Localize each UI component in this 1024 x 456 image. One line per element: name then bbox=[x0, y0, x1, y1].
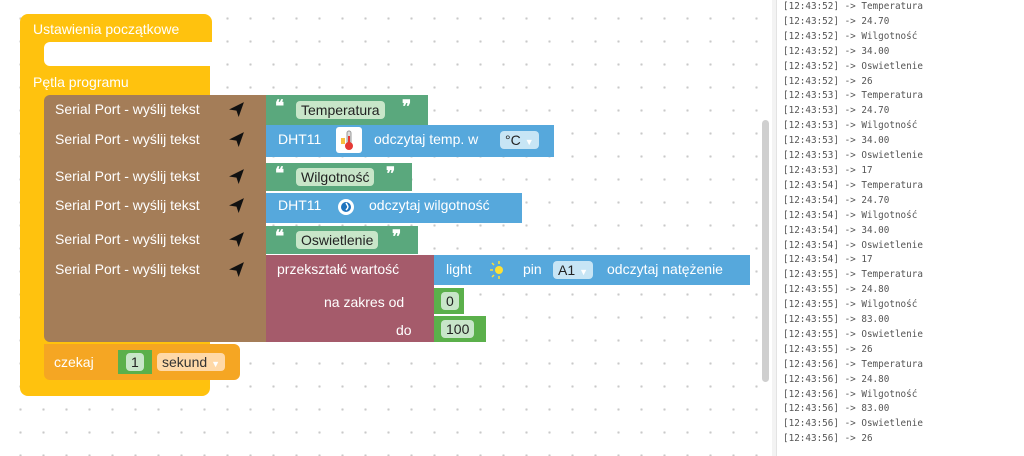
dht-temp-label: DHT11 bbox=[278, 131, 322, 147]
pin-label: pin bbox=[523, 261, 542, 277]
text-value-3[interactable]: Oswietlenie bbox=[296, 231, 379, 249]
map-label: przekształć wartość bbox=[277, 261, 400, 277]
console-line: [12:43:56] -> 83.00 bbox=[783, 403, 890, 415]
serial-label-3: Serial Port - wyślij tekst bbox=[55, 168, 200, 184]
close-quote-icon: ❞ bbox=[402, 97, 412, 117]
wait-unit-dropdown[interactable]: sekund▼ bbox=[157, 353, 226, 371]
send-icon bbox=[229, 132, 244, 147]
map-block[interactable] bbox=[266, 255, 434, 342]
serial-block-5[interactable] bbox=[44, 227, 266, 255]
serial-console[interactable]: [12:43:52] -> Temperatura [12:43:52] -> … bbox=[776, 0, 1024, 456]
send-icon bbox=[229, 262, 244, 277]
text-value-1[interactable]: Temperatura bbox=[296, 101, 385, 119]
console-line: [12:43:56] -> Oswietlenie bbox=[783, 418, 923, 430]
range-from-label: na zakres od bbox=[324, 294, 405, 310]
console-line: [12:43:52] -> Wilgotność bbox=[783, 30, 918, 42]
serial-label-6: Serial Port - wyślij tekst bbox=[55, 261, 200, 277]
text-value-2[interactable]: Wilgotność bbox=[296, 168, 375, 186]
send-icon bbox=[229, 169, 244, 184]
console-line: [12:43:54] -> 17 bbox=[783, 254, 873, 266]
console-line: [12:43:56] -> 26 bbox=[783, 433, 873, 445]
console-line: [12:43:55] -> 83.00 bbox=[783, 314, 890, 326]
serial-block-2[interactable] bbox=[44, 125, 266, 161]
console-line: [12:43:55] -> 24.80 bbox=[783, 284, 890, 296]
dht-hum-label: DHT11 bbox=[278, 197, 322, 213]
console-line: [12:43:53] -> Oswietlenie bbox=[783, 150, 923, 162]
serial-block-6[interactable] bbox=[44, 255, 266, 342]
console-line: [12:43:54] -> Oswietlenie bbox=[783, 239, 923, 251]
console-line: [12:43:55] -> Temperatura bbox=[783, 269, 923, 281]
wait-unit-value: sekund bbox=[162, 354, 208, 370]
console-line: [12:43:54] -> 24.70 bbox=[783, 194, 890, 206]
read-temp-label: odczytaj temp. w bbox=[374, 131, 479, 147]
console-line: [12:43:55] -> Oswietlenie bbox=[783, 328, 923, 340]
humidity-icon bbox=[338, 199, 354, 215]
sun-moon-icon bbox=[490, 261, 511, 279]
wait-label: czekaj bbox=[54, 354, 94, 370]
console-line: [12:43:52] -> 24.70 bbox=[783, 15, 890, 27]
console-line: [12:43:53] -> 24.70 bbox=[783, 105, 890, 117]
pin-dropdown[interactable]: A1▼ bbox=[553, 261, 594, 279]
console-line: [12:43:52] -> 34.00 bbox=[783, 45, 890, 57]
setup-body-slot bbox=[44, 42, 212, 66]
send-icon bbox=[229, 232, 244, 247]
dropdown-arrow-icon: ▼ bbox=[579, 267, 589, 277]
thermometer-icon bbox=[336, 127, 362, 153]
console-line: [12:43:56] -> 24.80 bbox=[783, 373, 890, 385]
open-quote-icon: ❝ bbox=[275, 164, 285, 184]
loop-label: Pętla programu bbox=[33, 74, 129, 90]
send-icon bbox=[229, 198, 244, 213]
close-quote-icon: ❞ bbox=[386, 164, 396, 184]
read-light-label: odczytaj natężenie bbox=[607, 261, 723, 277]
pin-value: A1 bbox=[558, 262, 576, 278]
open-quote-icon: ❝ bbox=[275, 97, 285, 117]
serial-label-2: Serial Port - wyślij tekst bbox=[55, 131, 200, 147]
workspace-scrollbar[interactable] bbox=[762, 120, 769, 382]
console-line: [12:43:53] -> 17 bbox=[783, 164, 873, 176]
serial-label-4: Serial Port - wyślij tekst bbox=[55, 197, 200, 213]
console-line: [12:43:55] -> 26 bbox=[783, 343, 873, 355]
console-line: [12:43:53] -> 34.00 bbox=[783, 135, 890, 147]
send-icon bbox=[229, 102, 244, 117]
panel-divider[interactable] bbox=[772, 0, 776, 456]
console-line: [12:43:52] -> 26 bbox=[783, 75, 873, 87]
close-quote-icon: ❞ bbox=[392, 227, 402, 247]
console-line: [12:43:55] -> Wilgotność bbox=[783, 299, 918, 311]
console-line: [12:43:56] -> Temperatura bbox=[783, 358, 923, 370]
range-from-value[interactable]: 0 bbox=[441, 292, 459, 310]
open-quote-icon: ❝ bbox=[275, 227, 285, 247]
setup-label: Ustawienia początkowe bbox=[33, 21, 180, 37]
console-line: [12:43:54] -> Wilgotność bbox=[783, 209, 918, 221]
light-label: light bbox=[446, 261, 472, 277]
console-line: [12:43:52] -> Oswietlenie bbox=[783, 60, 923, 72]
range-to-label: do bbox=[396, 322, 412, 338]
temp-unit-dropdown[interactable]: °C▼ bbox=[500, 131, 539, 149]
wait-value[interactable]: 1 bbox=[126, 353, 144, 371]
serial-label-5: Serial Port - wyślij tekst bbox=[55, 231, 200, 247]
serial-block-1[interactable] bbox=[44, 95, 266, 125]
console-line: [12:43:54] -> 34.00 bbox=[783, 224, 890, 236]
blockly-workspace[interactable]: Ustawienia początkowe Pętla programu Ser… bbox=[0, 0, 772, 456]
temp-unit-value: °C bbox=[505, 132, 521, 148]
serial-label-1: Serial Port - wyślij tekst bbox=[55, 101, 200, 117]
console-line: [12:43:54] -> Temperatura bbox=[783, 179, 923, 191]
console-line: [12:43:53] -> Temperatura bbox=[783, 90, 923, 102]
serial-block-4[interactable] bbox=[44, 191, 266, 227]
dropdown-arrow-icon: ▼ bbox=[211, 359, 221, 369]
console-line: [12:43:56] -> Wilgotność bbox=[783, 388, 918, 400]
console-line: [12:43:53] -> Wilgotność bbox=[783, 120, 918, 132]
console-line: [12:43:52] -> Temperatura bbox=[783, 1, 923, 12]
dht-hum-block[interactable] bbox=[266, 193, 522, 223]
serial-block-3[interactable] bbox=[44, 161, 266, 191]
dropdown-arrow-icon: ▼ bbox=[524, 137, 534, 147]
range-to-value[interactable]: 100 bbox=[441, 320, 475, 338]
read-hum-label: odczytaj wilgotność bbox=[369, 197, 490, 213]
